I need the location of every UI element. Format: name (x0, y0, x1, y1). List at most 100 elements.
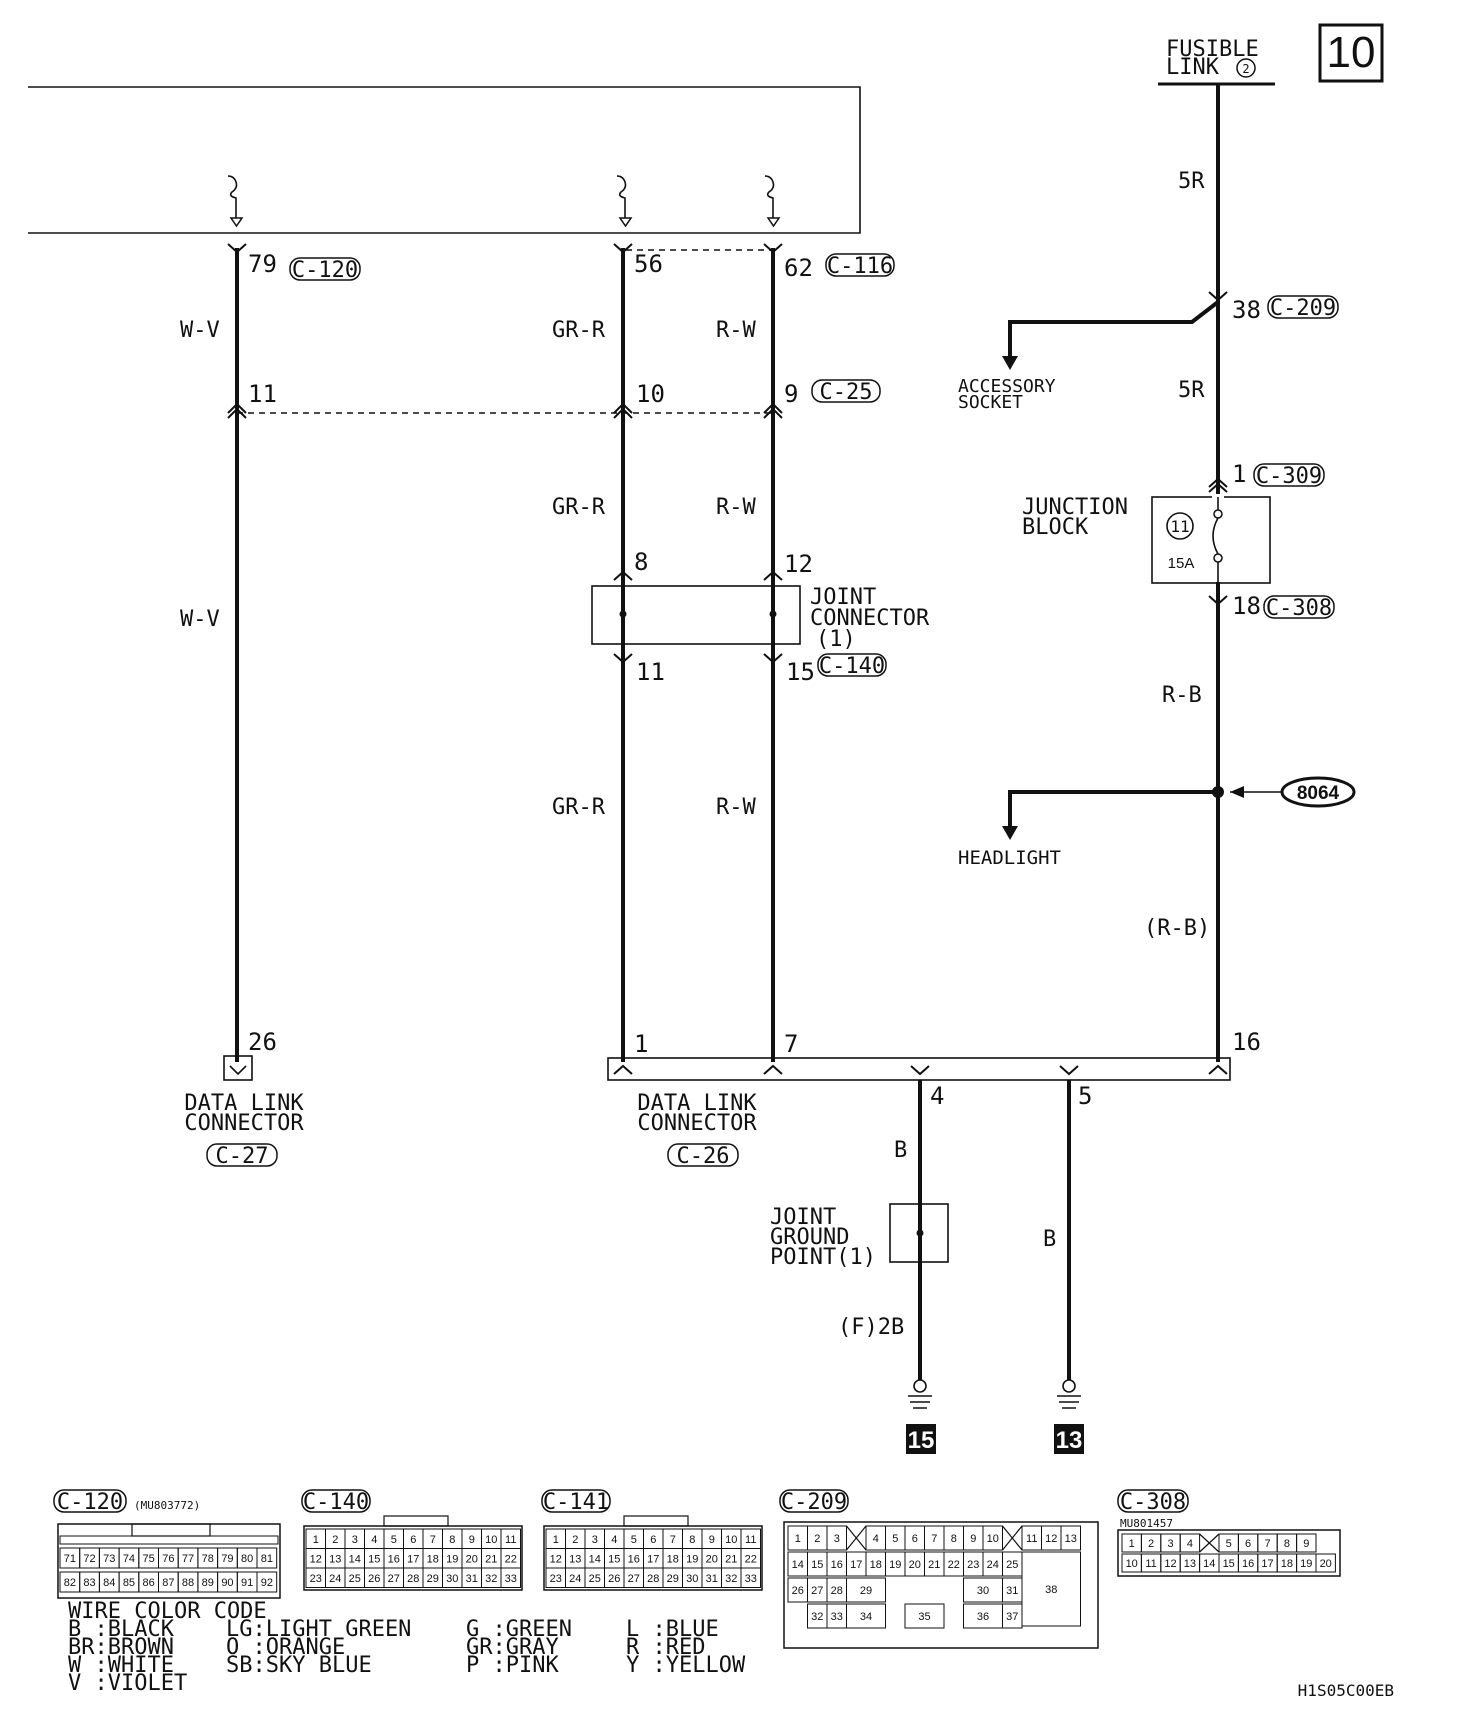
svg-text:5: 5 (892, 1533, 898, 1545)
svg-text:9: 9 (1303, 1538, 1309, 1550)
svg-text:16: 16 (628, 1553, 640, 1565)
c209-pin: 4 (865, 1525, 886, 1551)
c140-pin: 1 (305, 1528, 326, 1549)
svg-text:8: 8 (951, 1533, 957, 1545)
c141-pin: 33 (740, 1567, 761, 1588)
c209-pin: 29 (846, 1577, 886, 1603)
svg-text:18: 18 (427, 1553, 439, 1565)
svg-text:28: 28 (831, 1585, 843, 1597)
svg-text:W :WHITE: W :WHITE (68, 1653, 174, 1678)
svg-text:1: 1 (313, 1534, 319, 1546)
svg-text:36: 36 (977, 1611, 989, 1623)
svg-text:C-140: C-140 (819, 654, 885, 679)
joint-ground-label-2: GROUND (770, 1225, 849, 1250)
c120-pin: 90 (217, 1571, 238, 1593)
svg-text:10: 10 (725, 1534, 737, 1546)
fuse-number: 11 (1170, 517, 1189, 536)
ecu-pin-arrow-56 (616, 175, 633, 228)
c120-pin: 72 (79, 1547, 100, 1569)
c209-pin: 32 (807, 1603, 828, 1629)
wire-color-code-legend: WIRE COLOR CODE B :BLACK BR:BROWN W :WHI… (68, 1599, 746, 1696)
ecu-pin-arrow-79 (227, 175, 244, 228)
c140-pin: 24 (325, 1567, 346, 1588)
c209-pin: 10 (982, 1525, 1003, 1551)
c140-pin: 22 (500, 1548, 521, 1569)
c141-pin: 23 (545, 1567, 566, 1588)
c140-pin: 14 (344, 1548, 365, 1569)
svg-text:15: 15 (368, 1553, 380, 1565)
c141-pin: 3 (584, 1528, 605, 1549)
svg-text:28: 28 (407, 1573, 419, 1585)
svg-text:13: 13 (329, 1553, 341, 1565)
svg-text:SB:SKY BLUE: SB:SKY BLUE (226, 1653, 372, 1678)
svg-text:32: 32 (811, 1611, 823, 1623)
svg-text:G :GREEN: G :GREEN (466, 1617, 572, 1642)
c140-pin: 13 (325, 1548, 346, 1569)
pin-11b: 11 (636, 658, 665, 686)
c209-pin: 34 (846, 1603, 886, 1629)
svg-text:92: 92 (261, 1577, 273, 1589)
joint-connector-label-3: (1) (816, 627, 856, 652)
svg-text:25: 25 (349, 1573, 361, 1585)
pin-38: 38 (1232, 296, 1261, 324)
fuse-amperage: 15A (1168, 555, 1195, 572)
c120-pin: 82 (59, 1571, 81, 1593)
c308-pin: 18 (1276, 1553, 1298, 1573)
svg-text:19: 19 (446, 1553, 458, 1565)
wire-accessory-branch (1008, 300, 1220, 358)
svg-text:31: 31 (706, 1573, 718, 1585)
c140-pin: 7 (422, 1528, 443, 1549)
svg-text:78: 78 (202, 1553, 214, 1565)
pin-8: 8 (634, 548, 648, 576)
svg-text:P :PINK: P :PINK (466, 1653, 559, 1678)
c141-pin: 6 (643, 1528, 664, 1549)
wire-label-5r-1: 5R (1178, 169, 1205, 194)
c140-pin: 12 (305, 1548, 326, 1569)
c209-pin: 21 (924, 1551, 945, 1577)
c140-pin: 28 (403, 1567, 424, 1588)
svg-text:26: 26 (608, 1573, 620, 1585)
svg-text:21: 21 (485, 1553, 497, 1565)
svg-text:28: 28 (647, 1573, 659, 1585)
badge-c309: C-309 (1253, 463, 1325, 489)
svg-text:21: 21 (928, 1559, 940, 1571)
pin-62: 62 (784, 254, 813, 282)
svg-text:20: 20 (466, 1553, 478, 1565)
c209-pin: 26 (787, 1577, 808, 1603)
svg-text:72: 72 (83, 1553, 95, 1565)
joint-connector-dot-2 (769, 610, 777, 618)
svg-text:6: 6 (1245, 1538, 1251, 1550)
c140-pin: 11 (500, 1528, 521, 1549)
dlc-c26-label-2: CONNECTOR (637, 1111, 757, 1136)
c209-pin: 16 (826, 1551, 847, 1577)
svg-text:7: 7 (1264, 1538, 1270, 1550)
c308-pin: 17 (1257, 1553, 1278, 1573)
svg-text:90: 90 (221, 1577, 233, 1589)
svg-text:24: 24 (329, 1573, 341, 1585)
svg-text:11: 11 (745, 1534, 756, 1546)
svg-text:32: 32 (485, 1573, 497, 1585)
c308-pin: 12 (1160, 1553, 1181, 1573)
wire-label-b-1: B (894, 1138, 907, 1163)
c140-pin: 29 (422, 1567, 443, 1588)
splice-pointer-head (1230, 786, 1244, 798)
svg-text:(MU803772): (MU803772) (134, 1499, 200, 1512)
c209-pin: 1 (787, 1525, 808, 1551)
svg-text:15: 15 (811, 1559, 823, 1571)
fusible-link-label-2: LINK (1166, 55, 1220, 80)
svg-text:85: 85 (123, 1577, 135, 1589)
c308-pin: 9 (1296, 1533, 1317, 1553)
svg-text:17: 17 (647, 1553, 659, 1565)
fusible-link-label: FUSIBLE (1166, 37, 1259, 62)
c308-pin: 3 (1160, 1533, 1181, 1553)
svg-text:19: 19 (686, 1553, 698, 1565)
svg-text:83: 83 (83, 1577, 95, 1589)
ground-symbol-13: 13 (1054, 1379, 1084, 1454)
svg-text:33: 33 (745, 1573, 757, 1585)
c209-pin: 33 (826, 1603, 847, 1629)
c141-pin: 20 (701, 1548, 722, 1569)
svg-text:7: 7 (931, 1533, 937, 1545)
c140-pin: 21 (481, 1548, 502, 1569)
